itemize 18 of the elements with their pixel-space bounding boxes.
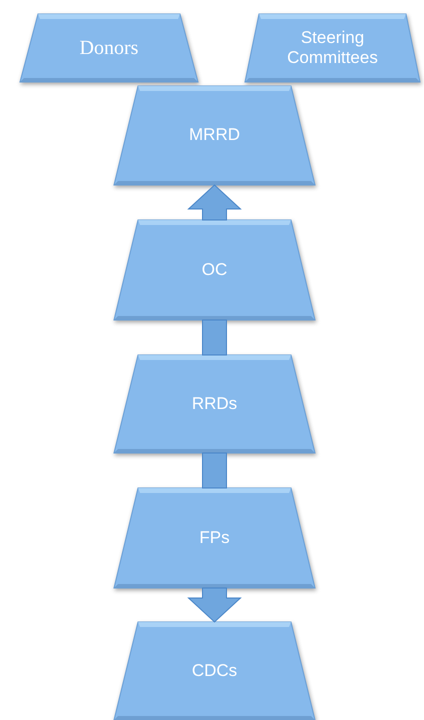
node-label: RRDs xyxy=(192,394,238,414)
block-arrow xyxy=(187,588,242,623)
trapezoid-box xyxy=(114,86,315,185)
trapezoid-box xyxy=(114,220,315,320)
trapezoid-box xyxy=(114,355,315,453)
node-label: FPs xyxy=(199,528,230,548)
trapezoid-box xyxy=(114,488,315,588)
trapezoid-box xyxy=(245,14,420,82)
block-arrow xyxy=(202,452,227,488)
node-label: Steering Committees xyxy=(286,28,379,68)
block-arrow xyxy=(187,184,242,220)
node-label: Donors xyxy=(80,36,138,60)
trapezoid-box xyxy=(114,622,315,720)
node-label: MRRD xyxy=(189,125,240,146)
trapezoid-box xyxy=(20,14,198,82)
node-label: OC xyxy=(202,260,228,280)
block-arrow xyxy=(202,320,227,356)
node-label: CDCs xyxy=(192,660,238,682)
